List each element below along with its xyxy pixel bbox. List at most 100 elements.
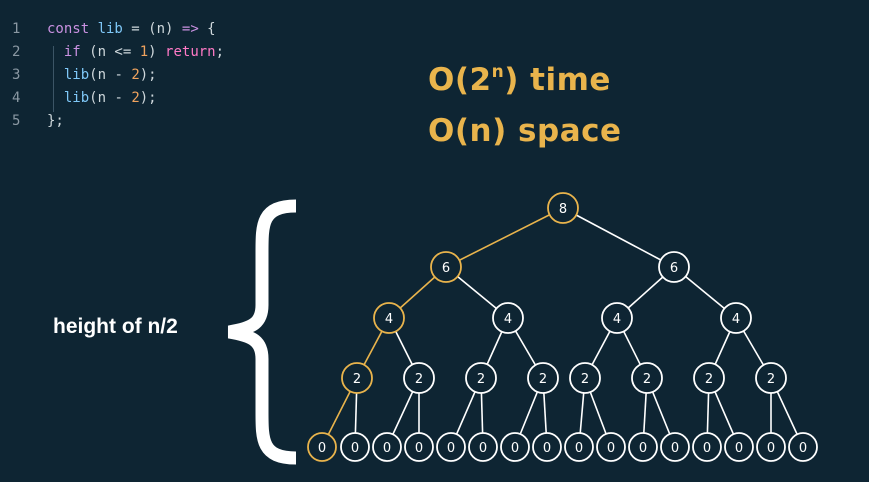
tree-node-circle [307,432,337,462]
line-number: 1 [12,21,21,37]
tree-node-value: 2 [539,372,547,387]
tree-node-value: 4 [385,312,393,327]
tree-node-circle [465,362,497,394]
tree-node-value: 8 [559,202,567,217]
tree-node: 4 [492,302,524,334]
time-complexity-suffix: ) time [504,62,611,98]
tree-node: 0 [788,432,818,462]
code-text: if (n <= 1) return; [63,44,225,60]
line-number: 2 [12,44,21,60]
indent-guide [53,46,54,112]
tree-node-circle [601,302,633,334]
tree-node-circle [724,432,754,462]
tree-node: 0 [372,432,402,462]
tree-node-circle [527,362,559,394]
tree-node: 4 [720,302,752,334]
tree-node-value: 2 [705,372,713,387]
line-number: 5 [12,113,21,129]
tree-node: 2 [631,362,663,394]
tree-node-circle [436,432,466,462]
tree-node-circle [755,362,787,394]
tree-node-circle [692,432,722,462]
tree-node-circle [404,432,434,462]
tree-node: 8 [547,192,579,224]
tree-node: 6 [658,251,690,283]
tree-node-value: 0 [318,441,326,456]
tree-node: 0 [532,432,562,462]
tree-node-circle [492,302,524,334]
tree-node: 2 [569,362,601,394]
tree-node-circle [720,302,752,334]
tree-node: 0 [724,432,754,462]
tree-node-circle [693,362,725,394]
tree-node: 0 [692,432,722,462]
tree-node-value: 0 [735,441,743,456]
tree-node-circle [569,362,601,394]
line-number: 4 [12,90,21,106]
tree-node: 4 [373,302,405,334]
tree-node-value: 0 [607,441,615,456]
tree-node: 0 [756,432,786,462]
tree-node-circle [596,432,626,462]
tree-node-circle [500,432,530,462]
tree-node-value: 0 [767,441,775,456]
tree-node-value: 2 [643,372,651,387]
tree-node-circle [788,432,818,462]
tree-node: 0 [468,432,498,462]
time-complexity-exponent: n [491,62,505,82]
time-complexity-prefix: O(2 [428,62,492,98]
tree-node-value: 0 [383,441,391,456]
tree-node-circle [468,432,498,462]
tree-node-circle [532,432,562,462]
tree-node-value: 0 [671,441,679,456]
code-text: lib(n - 2); [63,90,157,106]
height-label: height of n/2 [53,315,178,338]
tree-node-circle [756,432,786,462]
tree-node: 0 [564,432,594,462]
tree-node-value: 0 [479,441,487,456]
tree-edge [562,207,675,268]
tree-node-circle [430,251,462,283]
tree-node: 2 [755,362,787,394]
tree-node: 2 [527,362,559,394]
tree-node-circle [660,432,690,462]
tree-node-circle [372,432,402,462]
tree-node-value: 2 [767,372,775,387]
code-text: const lib = (n) => { [47,21,216,37]
tree-node-circle [631,362,663,394]
tree-edge-highlighted [445,207,564,268]
code-text: }; [47,113,64,129]
tree-node-circle [658,251,690,283]
curly-brace [227,199,297,465]
tree-node-circle [373,302,405,334]
tree-node: 6 [430,251,462,283]
tree-node-value: 4 [732,312,740,327]
tree-node: 2 [341,362,373,394]
tree-node: 0 [660,432,690,462]
tree-node-circle [341,362,373,394]
tree-node-circle [340,432,370,462]
tree-node-circle [547,192,579,224]
tree-node-value: 4 [504,312,512,327]
tree-node: 0 [307,432,337,462]
tree-node-value: 0 [799,441,807,456]
tree-node-value: 0 [447,441,455,456]
tree-node: 0 [404,432,434,462]
tree-node-value: 0 [511,441,519,456]
tree-node: 2 [465,362,497,394]
tree-node: 2 [693,362,725,394]
tree-node-circle [564,432,594,462]
tree-node: 0 [436,432,466,462]
tree-node: 0 [340,432,370,462]
tree-node-value: 0 [575,441,583,456]
line-number: 3 [12,67,21,83]
space-complexity: O(n) space [428,113,622,149]
tree-node: 0 [628,432,658,462]
tree-node: 4 [601,302,633,334]
tree-node-value: 6 [442,261,450,276]
tree-node-value: 0 [351,441,359,456]
tree-node-value: 6 [670,261,678,276]
tree-node-value: 0 [543,441,551,456]
tree-node-value: 2 [477,372,485,387]
